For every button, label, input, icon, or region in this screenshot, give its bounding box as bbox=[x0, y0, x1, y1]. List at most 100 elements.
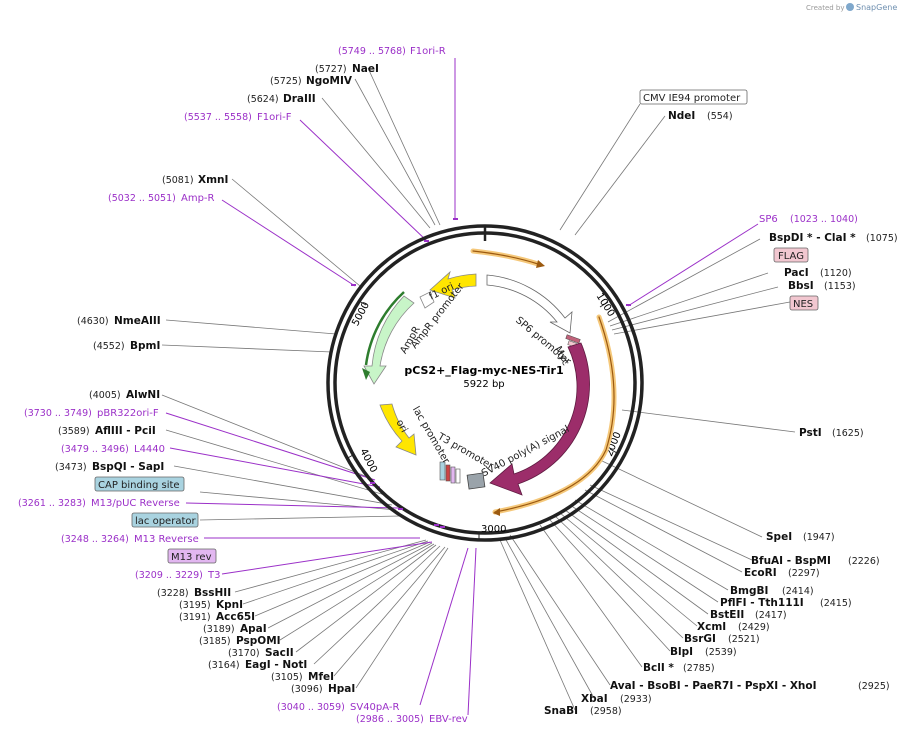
ngomiv-name: NgoMIV bbox=[306, 75, 353, 87]
hpai-pos: (3096) bbox=[291, 684, 323, 695]
psti-name: PstI bbox=[799, 427, 822, 439]
xcmi-name: XcmI bbox=[697, 621, 726, 633]
plasmid-name: pCS2+_Flag-myc-NES-Tir1 bbox=[404, 364, 563, 377]
paci-name: PacI bbox=[784, 267, 809, 279]
naei-name: NaeI bbox=[352, 63, 379, 75]
m13rev-box-label: M13 rev bbox=[171, 552, 212, 563]
alwni-pos: (4005) bbox=[89, 390, 121, 401]
bsteii-pos: (2417) bbox=[755, 610, 787, 621]
bpmi-name: BpmI bbox=[130, 340, 160, 352]
pbr-pos: (3730 .. 3749) bbox=[24, 408, 92, 419]
ngomiv-pos: (5725) bbox=[270, 76, 302, 87]
apai-pos: (3189) bbox=[203, 624, 235, 635]
bbsi-name: BbsI bbox=[788, 280, 814, 292]
cmv-label: CMV IE94 promoter bbox=[643, 93, 741, 104]
promoter-arrow bbox=[486, 274, 573, 334]
bspqi-name: BspQI - SapI bbox=[92, 461, 164, 473]
lac-operator-box bbox=[131, 512, 199, 528]
flag-box bbox=[773, 247, 809, 263]
bfuai-name: BfuAI - BspMI bbox=[751, 555, 831, 567]
mfei-name: MfeI bbox=[308, 671, 334, 683]
nmeaiii-pos: (4630) bbox=[77, 316, 109, 327]
eagi-pos: (3164) bbox=[208, 660, 240, 671]
ori-feature bbox=[379, 403, 417, 456]
nes-box bbox=[789, 295, 819, 311]
bmgbi-name: BmgBI bbox=[730, 585, 768, 597]
plasmid-backbone bbox=[326, 224, 644, 542]
blpi-name: BlpI bbox=[670, 646, 693, 658]
sv40pa-name: SV40pA-R bbox=[350, 702, 399, 713]
pspomi-name: PspOMI bbox=[236, 635, 281, 647]
acc65i-pos: (3191) bbox=[179, 612, 211, 623]
spei-pos: (1947) bbox=[803, 532, 835, 543]
bspqi-pos: (3473) bbox=[55, 462, 87, 473]
pspomi-pos: (3185) bbox=[199, 636, 231, 647]
spei-name: SpeI bbox=[766, 531, 792, 543]
label-ori: ori bbox=[394, 418, 410, 435]
xmni-pos: (5081) bbox=[162, 175, 194, 186]
nes-label: NES bbox=[793, 299, 813, 310]
bspdi-name: BspDI * - ClaI * bbox=[769, 232, 856, 244]
xbai-name: XbaI bbox=[581, 693, 608, 705]
f1ori-r-pos: (5749 .. 5768) bbox=[338, 46, 406, 57]
sacii-name: SacII bbox=[265, 647, 294, 659]
apai-name: ApaI bbox=[240, 623, 267, 635]
ampr-outer-arrow bbox=[364, 291, 405, 366]
paci-pos: (1120) bbox=[820, 268, 852, 279]
plasmid-size: 5922 bp bbox=[463, 379, 504, 390]
pflfi-name: PflFI - Tth111I bbox=[720, 597, 804, 609]
sp6-pos: (1023 .. 1040) bbox=[790, 214, 858, 225]
ampr-r-pos: (5032 .. 5051) bbox=[108, 193, 176, 204]
ampr-promoter-feature bbox=[419, 291, 435, 309]
primer-lines bbox=[165, 58, 759, 716]
f1ori-r-name: F1ori-R bbox=[410, 46, 446, 57]
snapgene-logo-icon bbox=[846, 3, 854, 11]
lac-operator-label: lac operator bbox=[135, 516, 196, 527]
f1-ori-feature bbox=[429, 270, 477, 299]
flag-label: FLAG bbox=[778, 251, 804, 262]
xmni-name: XmnI bbox=[198, 174, 228, 186]
bsrgi-pos: (2521) bbox=[728, 634, 760, 645]
xcmi-pos: (2429) bbox=[738, 622, 770, 633]
avai-name: AvaI - BsoBI - PaeR7I - PspXI - XhoI bbox=[610, 680, 817, 692]
tick-3000: 3000 bbox=[481, 524, 506, 535]
watermark-brand: SnapGene bbox=[856, 3, 897, 12]
psti-pos: (1625) bbox=[832, 428, 864, 439]
bottom-primer-labels: (3040 .. 3059) SV40pA-R (2986 .. 3005) E… bbox=[277, 702, 468, 725]
bcli-name: BclI * bbox=[643, 662, 674, 674]
t3-pos: (3209 .. 3229) bbox=[135, 570, 203, 581]
afliii-pos: (3589) bbox=[58, 426, 90, 437]
f1ori-f-name: F1ori-F bbox=[257, 112, 292, 123]
naei-pos: (5727) bbox=[315, 64, 347, 75]
drai-pos: (5624) bbox=[247, 94, 279, 105]
ndei-pos: (554) bbox=[707, 111, 733, 122]
avai-pos: (2925) bbox=[858, 681, 890, 692]
bspdi-pos: (1075) bbox=[866, 233, 898, 244]
bbsi-pos: (1153) bbox=[824, 281, 856, 292]
afliii-name: AflIII - PciI bbox=[95, 425, 156, 437]
m13rev-box bbox=[167, 548, 217, 564]
cap-box bbox=[94, 476, 185, 492]
snabi-name: SnaBI bbox=[544, 705, 578, 717]
snabi-pos: (2958) bbox=[590, 706, 622, 717]
left-labels: (5749 .. 5768) F1ori-R (5727) NaeI (5725… bbox=[18, 46, 446, 695]
bsteii-name: BstEII bbox=[710, 609, 744, 621]
bsrgi-name: BsrGI bbox=[684, 633, 716, 645]
ndei-name: NdeI bbox=[668, 110, 695, 122]
mfei-pos: (3105) bbox=[271, 672, 303, 683]
kpni-name: KpnI bbox=[216, 599, 243, 611]
t3-name: T3 bbox=[207, 570, 220, 581]
watermark-created-by: Created by bbox=[806, 4, 845, 12]
pflfi-pos: (2415) bbox=[820, 598, 852, 609]
eagi-name: EagI - NotI bbox=[245, 659, 307, 671]
ostir1-feature bbox=[489, 342, 590, 496]
f1ori-f-pos: (5537 .. 5558) bbox=[184, 112, 252, 123]
cap-label: CAP binding site bbox=[98, 480, 180, 491]
lac-region-marks bbox=[439, 461, 461, 484]
bpmi-pos: (4552) bbox=[93, 341, 125, 352]
l4440-name: L4440 bbox=[134, 444, 165, 455]
m13puc-pos: (3261 .. 3283) bbox=[18, 498, 86, 509]
cmv-box bbox=[639, 89, 748, 105]
nmeaiii-name: NmeAIII bbox=[114, 315, 161, 327]
